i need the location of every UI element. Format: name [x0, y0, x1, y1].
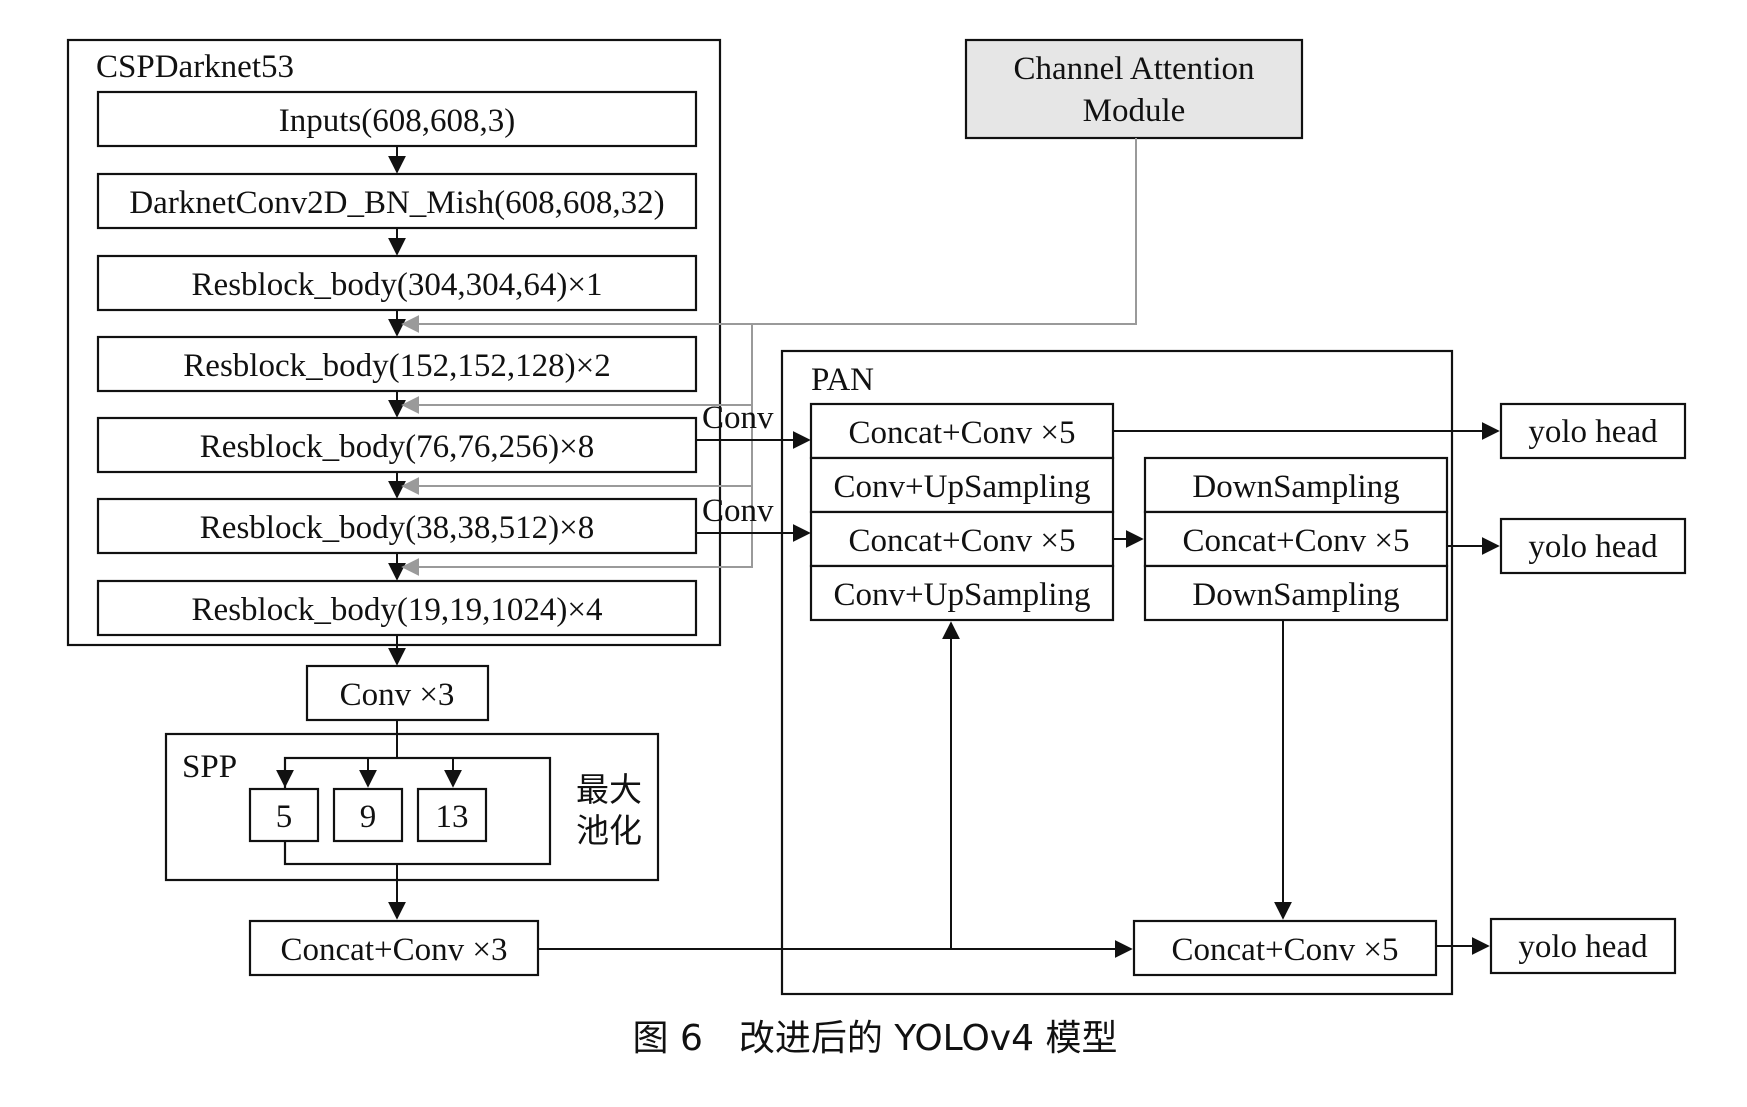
pan-bottom-concat [1132, 919, 1438, 977]
pan-right-downsampling-1 [1143, 456, 1449, 514]
spp-maxpool-label-1: 最大 [576, 772, 642, 809]
attention-label-line2: Module [1083, 93, 1186, 129]
pan-left-upsampling-1-label: Conv+UpSampling [834, 469, 1091, 505]
spp-pool-13-label: 13 [436, 799, 469, 835]
conv3-label: Conv ×3 [340, 677, 455, 713]
yolo-head-2-label: yolo head [1528, 529, 1658, 565]
backbone-title: CSPDarknet53 [96, 49, 294, 85]
layer-resblock-304 [96, 254, 698, 312]
spp-frame [164, 732, 660, 882]
pan-right-downsampling-2 [1143, 564, 1449, 622]
pan-left-upsampling-2-label: Conv+UpSampling [834, 577, 1091, 613]
pan-right-concat [1143, 510, 1449, 568]
pan-right-downsampling-2-label: DownSampling [1192, 577, 1399, 613]
layer-resblock-152 [96, 335, 698, 393]
conv-label-2: Conv [702, 493, 774, 529]
pan-right-downsampling-1-label: DownSampling [1192, 469, 1399, 505]
pan-left-upsampling-1 [809, 456, 1115, 514]
yolo-head-1 [1499, 402, 1687, 460]
pan-left-concat-2-label: Concat+Conv ×5 [849, 523, 1076, 559]
pan-left-concat-1 [809, 402, 1115, 460]
layer-resblock-38-label: Resblock_body(38,38,512)×8 [200, 510, 594, 546]
layer-inputs-label: Inputs(608,608,3) [279, 103, 515, 139]
backbone-frame [66, 38, 722, 647]
spp-maxpool-label-2: 池化 [576, 813, 642, 850]
spp-pool-13 [416, 787, 488, 843]
pan-title: PAN [811, 362, 874, 398]
spp-pool-9 [332, 787, 404, 843]
layer-resblock-19-label: Resblock_body(19,19,1024)×4 [192, 592, 603, 628]
concat3-label: Concat+Conv ×3 [281, 932, 508, 968]
conv-label-1: Conv [702, 400, 774, 436]
yolo-head-1-label: yolo head [1528, 414, 1658, 450]
pan-left-upsampling-2 [809, 564, 1115, 622]
spp-pool-5-label: 5 [276, 799, 293, 835]
pan-right-concat-label: Concat+Conv ×5 [1183, 523, 1410, 559]
figure-caption: 图 6 改进后的 YOLOv4 模型 [633, 1018, 1118, 1059]
concat3-block [248, 919, 540, 977]
spp-pool-5 [248, 787, 320, 843]
yolo-head-2 [1499, 517, 1687, 575]
layer-resblock-19 [96, 579, 698, 637]
pan-bottom-concat-label: Concat+Conv ×5 [1172, 932, 1399, 968]
attention-label-line1: Channel Attention [1013, 51, 1254, 87]
attention-module [964, 38, 1304, 140]
layer-resblock-304-label: Resblock_body(304,304,64)×1 [192, 267, 603, 303]
yolo-head-3-label: yolo head [1518, 929, 1648, 965]
layer-resblock-152-label: Resblock_body(152,152,128)×2 [183, 348, 610, 384]
spp-title: SPP [182, 749, 237, 785]
pan-frame [780, 349, 1454, 996]
pan-left-concat-1-label: Concat+Conv ×5 [849, 415, 1076, 451]
layer-darknetconv [96, 172, 698, 230]
layer-resblock-38 [96, 497, 698, 555]
layer-darknetconv-label: DarknetConv2D_BN_Mish(608,608,32) [129, 185, 664, 221]
yolo-head-3 [1489, 917, 1677, 975]
spp-pool-9-label: 9 [360, 799, 377, 835]
layer-resblock-76-label: Resblock_body(76,76,256)×8 [200, 429, 594, 465]
